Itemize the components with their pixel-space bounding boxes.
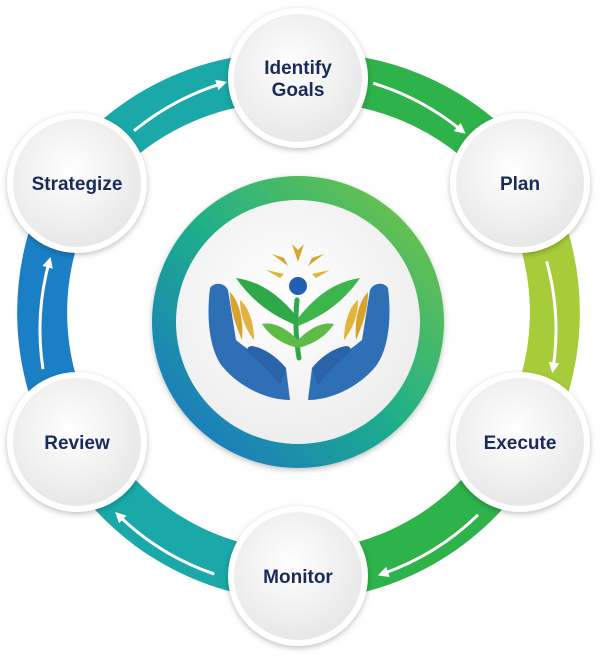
step-node-execute: Execute [450, 372, 590, 512]
step-node-plan: Plan [450, 113, 590, 253]
step-node-disc [13, 119, 141, 247]
step-label: Goals [272, 80, 325, 101]
flow-arrow [372, 81, 466, 134]
step-node-strategize: Strategize [7, 113, 147, 253]
step-label: Identify [264, 58, 332, 79]
step-node-disc [456, 378, 584, 506]
flow-arrow [545, 260, 560, 374]
step-node-disc [13, 378, 141, 506]
step-node-review: Review [7, 372, 147, 512]
step-node-disc [456, 119, 584, 247]
step-label: Plan [500, 174, 540, 195]
flow-arrow [133, 79, 228, 132]
hands-holding-plant-icon [208, 244, 390, 400]
step-node-monitor: Monitor [228, 506, 368, 646]
flow-arrow [115, 511, 215, 576]
step-label: Monitor [263, 567, 333, 588]
step-node-disc [234, 512, 362, 640]
step-label: Strategize [32, 174, 123, 195]
step-label: Review [44, 433, 110, 454]
center-emblem [152, 176, 444, 468]
step-node-disc [234, 14, 362, 142]
step-label: Execute [484, 433, 557, 454]
flow-arrow [377, 513, 480, 577]
flow-arrow [38, 256, 53, 370]
